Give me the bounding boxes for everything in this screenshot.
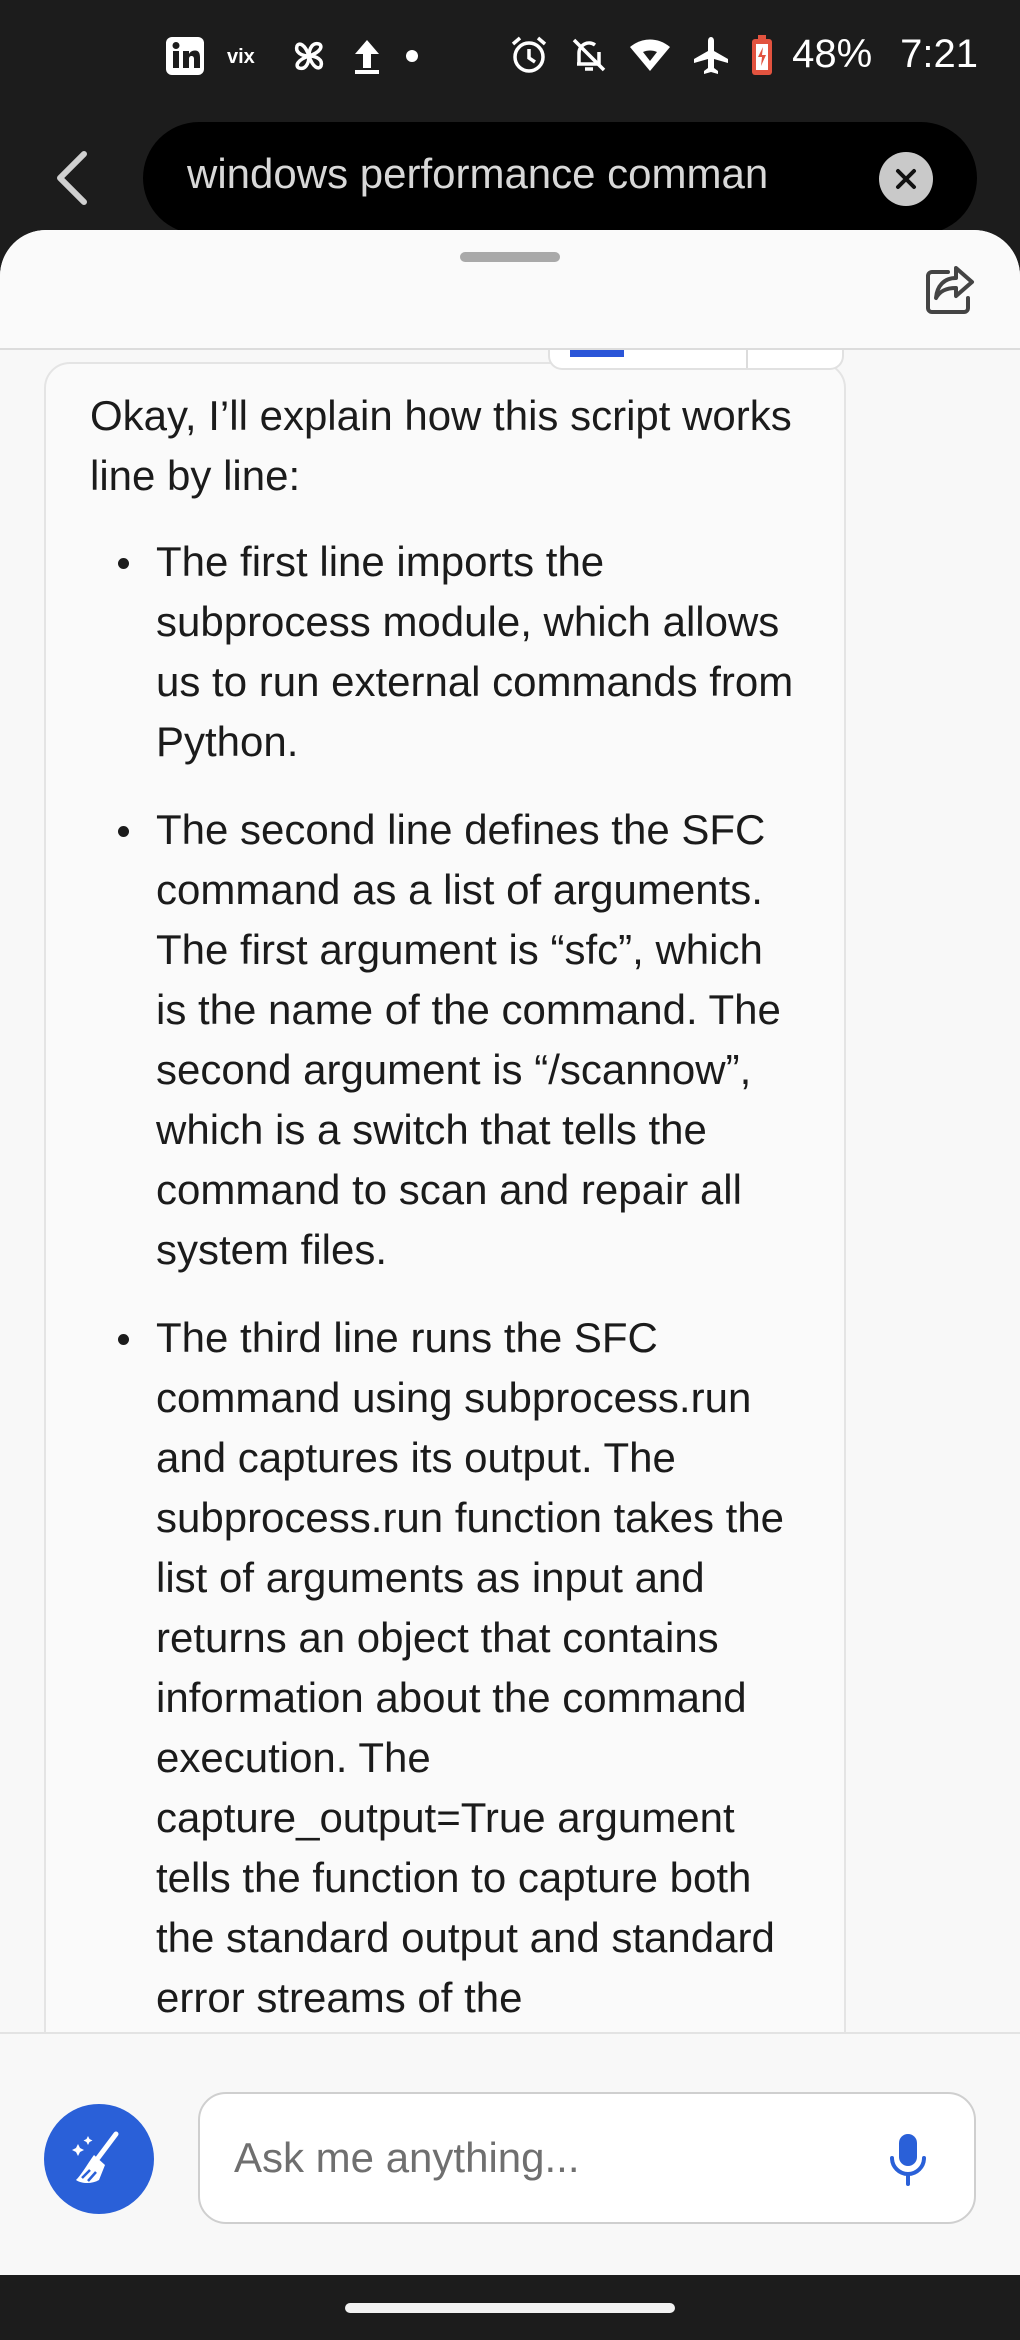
chat-sheet: Okay, I’ll explain how this script works… [0, 230, 1020, 2033]
vix-label: vix [227, 46, 255, 68]
pinwheel-icon [289, 36, 329, 76]
alarm-icon [508, 34, 550, 76]
ask-placeholder: Ask me anything... [234, 2134, 580, 2181]
message-intro: Okay, I’ll explain how this script works… [90, 392, 792, 499]
broom-icon [72, 2131, 119, 2183]
clock: 7:21 [900, 32, 978, 76]
search-box[interactable]: windows performance comman [143, 122, 977, 234]
back-button[interactable] [44, 146, 104, 210]
upload-icon [351, 36, 383, 76]
ask-input[interactable]: Ask me anything... [198, 2092, 976, 2224]
list-item: The first line imports the subprocess mo… [90, 532, 802, 772]
previous-message-divider [746, 350, 748, 368]
home-gesture-bar[interactable] [345, 2303, 675, 2313]
system-icons: 48% 7:21 [508, 32, 978, 77]
chevron-left-icon [57, 151, 87, 205]
list-item: The third line runs the SFC command usin… [90, 1308, 802, 2028]
close-icon [896, 169, 916, 189]
notification-icons: vix [165, 36, 419, 76]
list-item: The second line defines the SFC command … [90, 800, 802, 1280]
linkedin-icon [165, 36, 205, 76]
status-bar: vix 48% 7:21 [0, 0, 1020, 118]
navigation-bar [0, 2275, 1020, 2340]
dot-icon [405, 49, 419, 63]
drag-handle[interactable] [460, 252, 560, 262]
vix-icon: vix [227, 44, 267, 68]
sheet-header [0, 230, 1020, 350]
voice-input-button[interactable] [886, 2130, 930, 2190]
message-points: The first line imports the subprocess mo… [90, 532, 802, 2028]
search-header: windows performance comman [0, 118, 1020, 240]
battery-percent: 48% [792, 32, 873, 76]
airplane-icon [690, 34, 732, 76]
clear-search-button[interactable] [879, 152, 933, 206]
silent-icon [568, 34, 610, 76]
wifi-icon [628, 35, 672, 75]
battery-icon [750, 34, 774, 76]
microphone-icon [890, 2134, 926, 2186]
share-button[interactable] [920, 260, 980, 320]
new-topic-button[interactable] [44, 2104, 154, 2214]
assistant-message: Okay, I’ll explain how this script works… [44, 362, 846, 2033]
search-query-text[interactable]: windows performance comman [187, 150, 769, 197]
composer: Ask me anything... [0, 2032, 1020, 2275]
previous-message-indicator [570, 350, 624, 357]
share-icon [926, 266, 974, 314]
